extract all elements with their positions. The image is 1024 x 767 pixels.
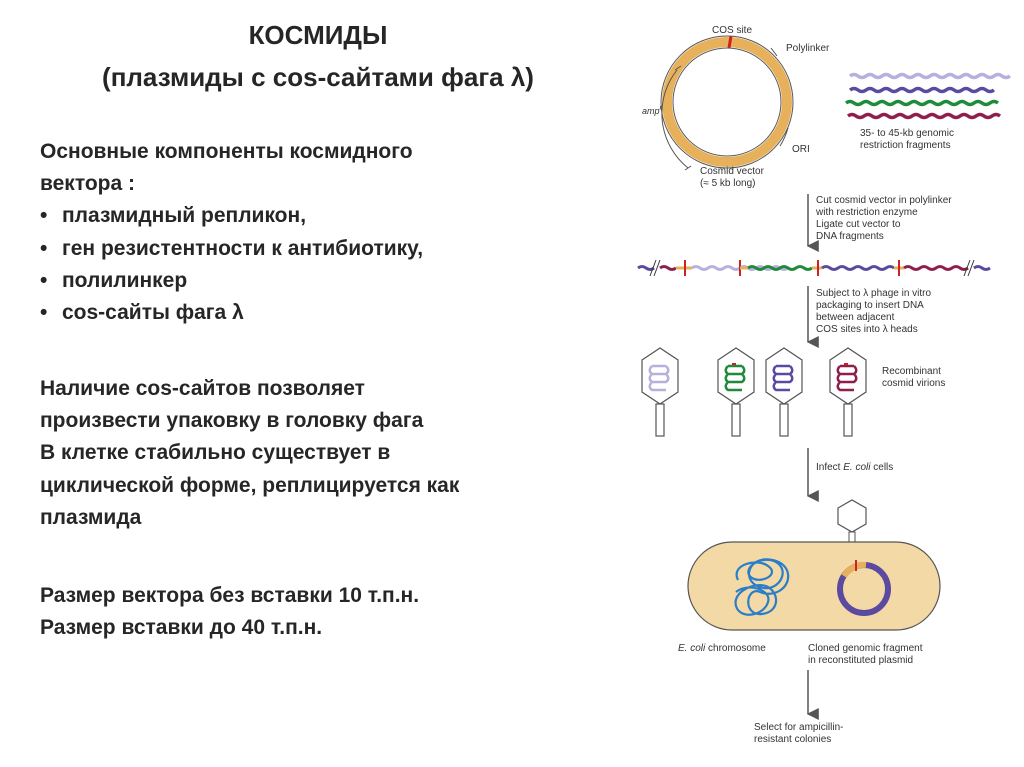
fragment-purple — [848, 86, 996, 94]
virions-label-line-1: Recombinant — [882, 366, 941, 377]
ecoli-chromosome-label: E. coli chromosome — [678, 643, 766, 654]
step-2-text: Subject to λ phage in vitro packaging to… — [816, 288, 934, 335]
phage-virion-4 — [829, 347, 867, 437]
slide-subtitle: (плазмиды с cos-сайтами фага λ) — [102, 62, 534, 92]
fragments-label-line-2: restriction fragments — [860, 140, 951, 151]
cloned-label-line-2: in reconstituted plasmid — [808, 655, 913, 666]
ligated-concatemer — [637, 259, 991, 277]
amp-region-arc — [661, 69, 689, 169]
amp-label: ampr — [642, 105, 663, 116]
step-3-text: Infect E. coli cells — [816, 462, 893, 473]
components-list: плазмидный репликон, ген резистентности … — [40, 200, 600, 329]
vector-label-line-1: Cosmid vector — [700, 166, 765, 177]
slide-title: КОСМИДЫ — [248, 20, 388, 50]
cloned-label-line-1: Cloned genomic fragment — [808, 643, 923, 654]
cos-site-mark — [727, 35, 733, 49]
paragraph-line: плазмида — [40, 505, 142, 529]
step-4-text: Select for ampicillin- resistant colonie… — [754, 722, 846, 745]
component-item: плазмидный репликон, — [40, 200, 600, 232]
phage-virion-1 — [641, 347, 679, 437]
cosmid-vector-ring — [660, 35, 794, 169]
ecoli-chromosome-coil — [734, 558, 790, 616]
virions-label-line-2: cosmid virions — [882, 378, 945, 389]
phage-virion-2 — [717, 347, 755, 437]
component-item: cos-сайты фага λ — [40, 297, 600, 329]
components-heading-line-1: Основные компоненты космидного — [40, 140, 413, 163]
size-block: Размер вектора без вставки 10 т.п.н. Раз… — [40, 580, 600, 644]
paragraph-line: циклической форме, реплицируется как — [40, 473, 460, 497]
component-item: ген резистентности к антибиотику, — [40, 233, 600, 265]
insert-size-line: Размер вставки до 40 т.п.н. — [40, 616, 323, 640]
cos-paragraph: Наличие cos-сайтов позволяет произвести … — [40, 373, 600, 534]
fragment-lavender — [848, 72, 1012, 80]
vector-label-line-2: (≈ 5 kb long) — [700, 178, 756, 189]
components-block: Основные компоненты космидного вектора :… — [40, 136, 600, 329]
paragraph-line: Наличие cos-сайтов позволяет — [40, 377, 365, 400]
cosmid-cloning-diagram: COS site Polylinker ampr ORI Cosmid vect… — [637, 25, 1012, 745]
polylinker-tick — [770, 47, 778, 57]
paragraph-line: В клетке стабильно существует в — [40, 441, 391, 465]
vector-size-line: Размер вектора без вставки 10 т.п.н. — [40, 584, 420, 607]
ecoli-cell — [687, 541, 941, 631]
paragraph-line: произвести упаковку в головку фага — [40, 409, 424, 433]
components-heading-line-2: вектора : — [40, 172, 135, 196]
cos-site-label: COS site — [712, 25, 752, 36]
component-item: полилинкер — [40, 265, 600, 297]
infecting-phage — [837, 499, 867, 558]
polylinker-label: Polylinker — [786, 43, 830, 54]
ori-region-arc — [779, 127, 789, 147]
phage-virion-3 — [765, 347, 803, 437]
fragment-green — [844, 99, 1000, 107]
ori-label: ORI — [792, 144, 810, 155]
step-1-text: Cut cosmid vector in polylinker with res… — [815, 195, 954, 242]
fragments-label-line-1: 35- to 45-kb genomic — [860, 128, 954, 139]
fragment-maroon — [846, 112, 1002, 120]
vector-backbone — [662, 37, 792, 167]
genomic-fragments — [844, 72, 1012, 120]
